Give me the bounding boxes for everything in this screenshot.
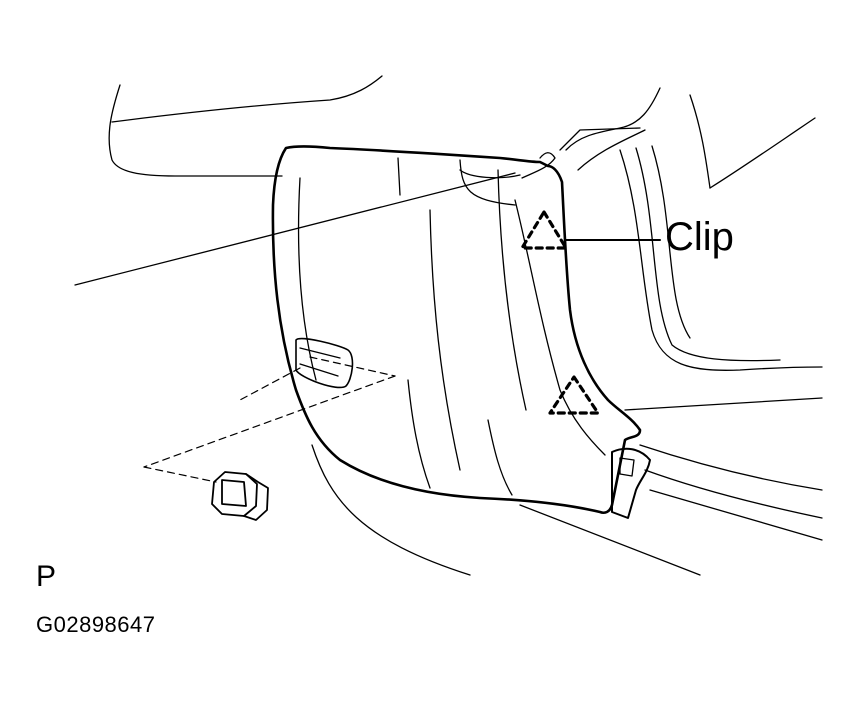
bolt — [211, 471, 269, 521]
view-letter: P — [36, 560, 57, 593]
quarter-trim-panel — [271, 145, 651, 519]
install-guide-lines — [143, 356, 396, 483]
clip-callout-label: Clip — [665, 215, 734, 259]
vehicle-body-outline — [74, 75, 823, 576]
clip-marker-upper — [520, 210, 568, 250]
figure-code: G02898647 — [36, 612, 156, 637]
clip-marker-lower — [548, 375, 600, 415]
